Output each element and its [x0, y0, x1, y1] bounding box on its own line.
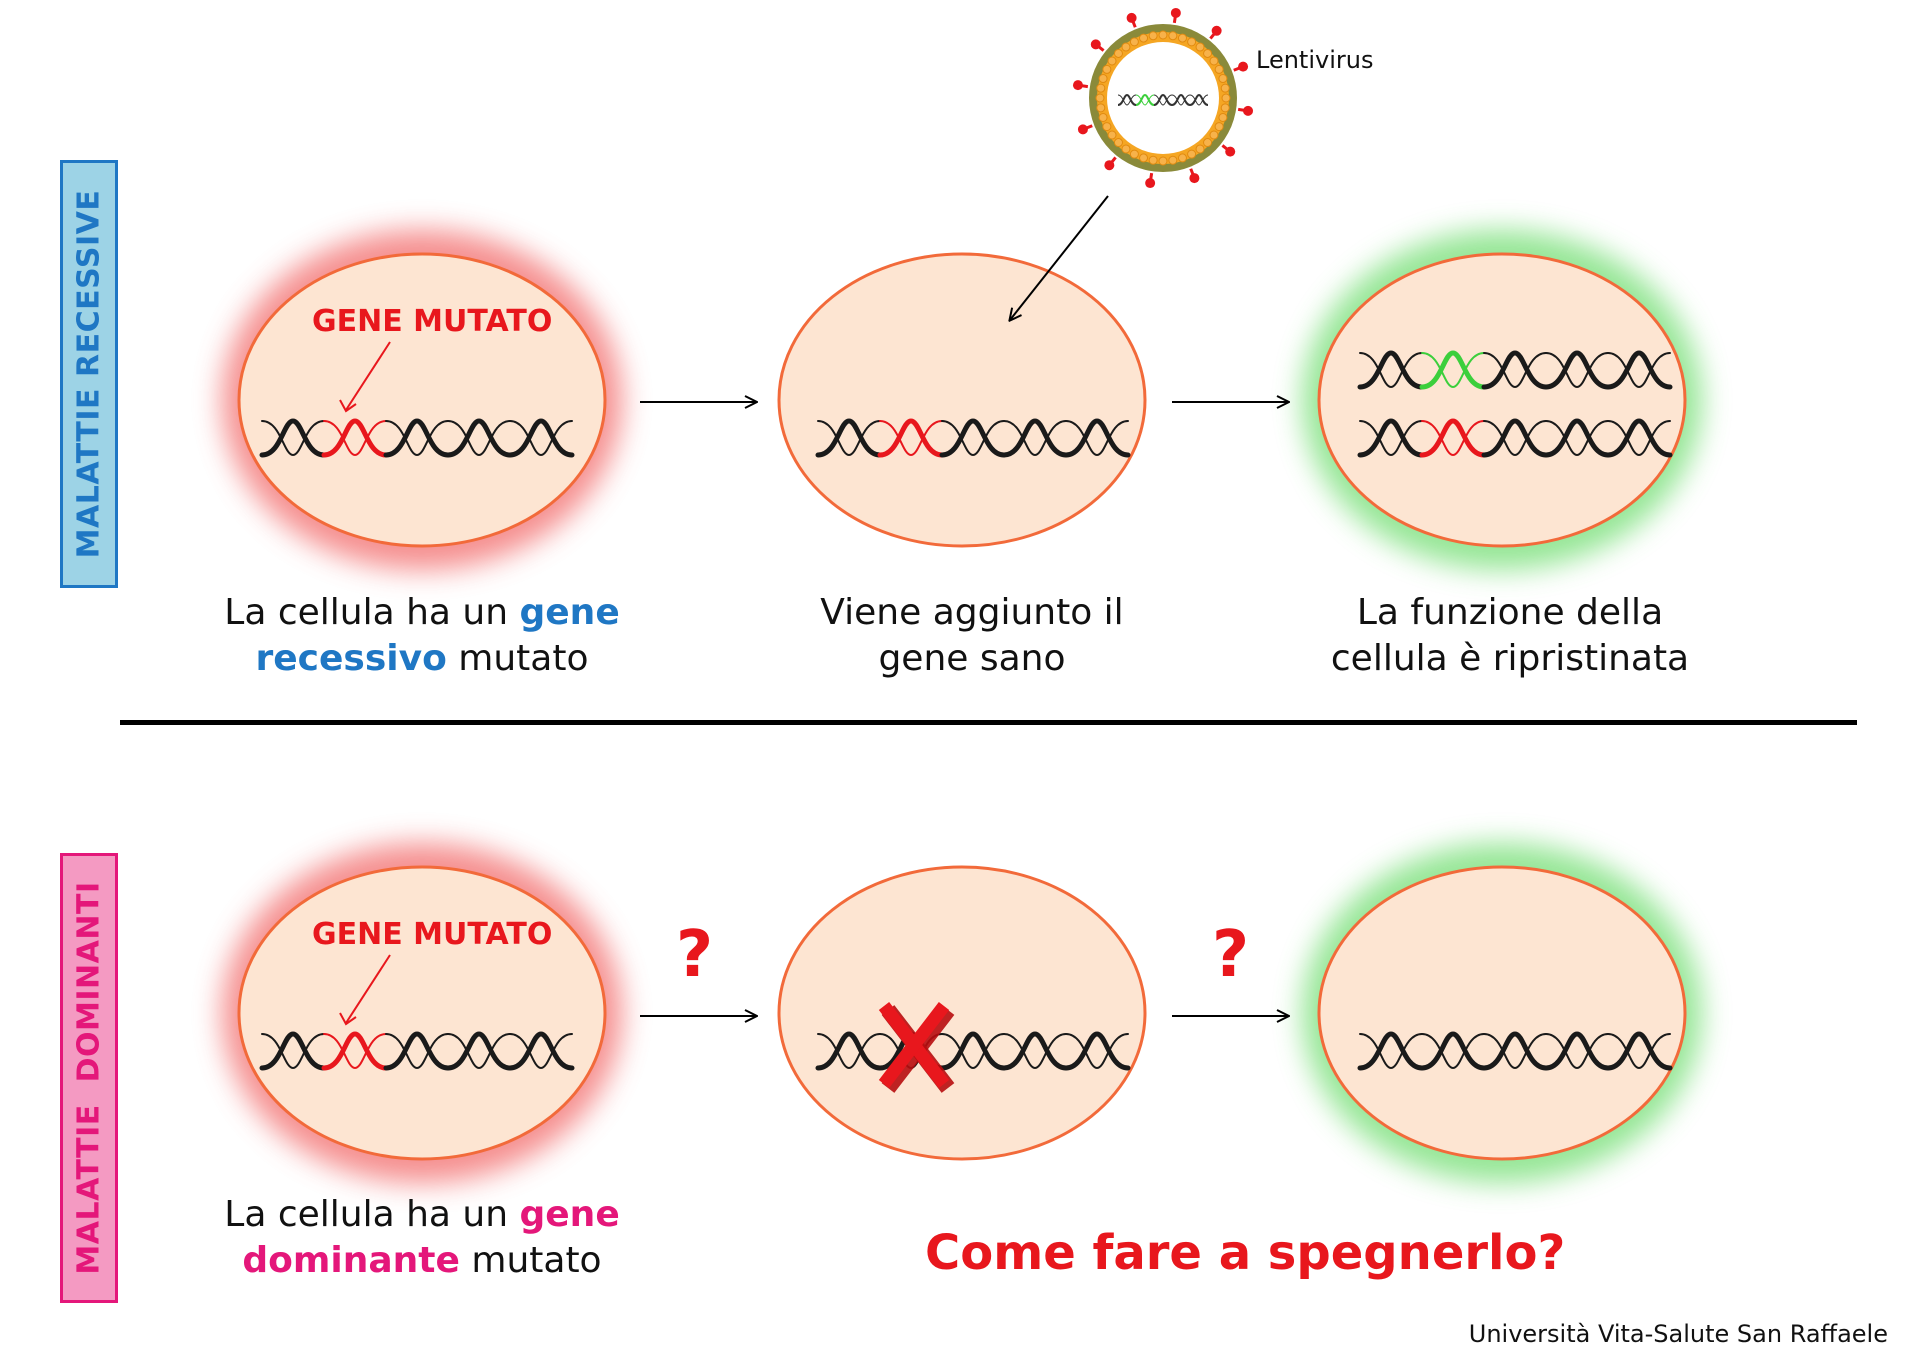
mutation-pointer-arrow — [345, 954, 391, 1024]
section-label-recessive: MALATTIE RECESSIVE — [60, 160, 118, 588]
cell-dominant-restored — [1317, 865, 1687, 1161]
caption-text: La cellula ha un — [224, 1194, 520, 1235]
question-mark-icon: ? — [1212, 918, 1250, 992]
dna-helix-mutated — [815, 418, 1131, 458]
lentivirus-icon — [1072, 7, 1254, 189]
cell-recessive-added — [777, 252, 1147, 548]
caption-accent: recessivo — [255, 638, 447, 679]
caption-line: gene sano — [878, 638, 1066, 679]
caption-text: mutato — [446, 638, 589, 679]
dna-helix-mutated — [1357, 418, 1673, 458]
caption-function-restored: La funzione della cellula è ripristinata — [1290, 590, 1730, 682]
dna-helix-healthy — [1357, 350, 1673, 390]
mutation-pointer-head — [339, 399, 357, 413]
silenced-x-icon — [878, 1002, 955, 1093]
caption-accent: gene — [519, 592, 620, 633]
section-label-dominant-text: MALATTIE DOMINANTI — [71, 881, 107, 1275]
dna-helix-normal — [1357, 1031, 1673, 1071]
caption-text: mutato — [459, 1240, 602, 1281]
dna-helix-mutated — [259, 1031, 575, 1071]
cell-dominant-mutated — [237, 865, 607, 1161]
question-mark-icon: ? — [676, 918, 714, 992]
gene-mutated-label: GENE MUTATO — [312, 917, 553, 952]
mutation-pointer-arrow — [345, 341, 391, 411]
lentivirus-label: Lentivirus — [1256, 46, 1374, 74]
footer-credit: Università Vita-Salute San Raffaele — [1468, 1320, 1888, 1348]
caption-dominant-mutated: La cellula ha un gene dominante mutato — [202, 1192, 642, 1284]
virus-insertion-arrow — [1010, 195, 1109, 320]
caption-gene-added: Viene aggiunto il gene sano — [752, 590, 1192, 682]
caption-text: La cellula ha un — [224, 592, 520, 633]
caption-line: La funzione della — [1356, 592, 1664, 633]
caption-line: Viene aggiunto il — [820, 592, 1124, 633]
cell-recessive-mutated — [237, 252, 607, 548]
gene-mutated-label: GENE MUTATO — [312, 304, 553, 339]
mutation-pointer-head — [339, 1012, 357, 1026]
caption-line: cellula è ripristinata — [1330, 638, 1690, 679]
caption-recessive-mutated: La cellula ha un gene recessivo mutato — [202, 590, 642, 682]
cell-dominant-silenced — [777, 865, 1147, 1161]
section-divider — [120, 720, 1857, 725]
dna-helix-mutated — [259, 418, 575, 458]
question-heading: Come fare a spegnerlo? — [925, 1225, 1566, 1281]
section-label-recessive-text: MALATTIE RECESSIVE — [71, 189, 107, 559]
cell-recessive-restored — [1317, 252, 1687, 548]
caption-accent: dominante — [242, 1240, 460, 1281]
section-label-dominant: MALATTIE DOMINANTI — [60, 853, 118, 1303]
caption-accent: gene — [519, 1194, 620, 1235]
